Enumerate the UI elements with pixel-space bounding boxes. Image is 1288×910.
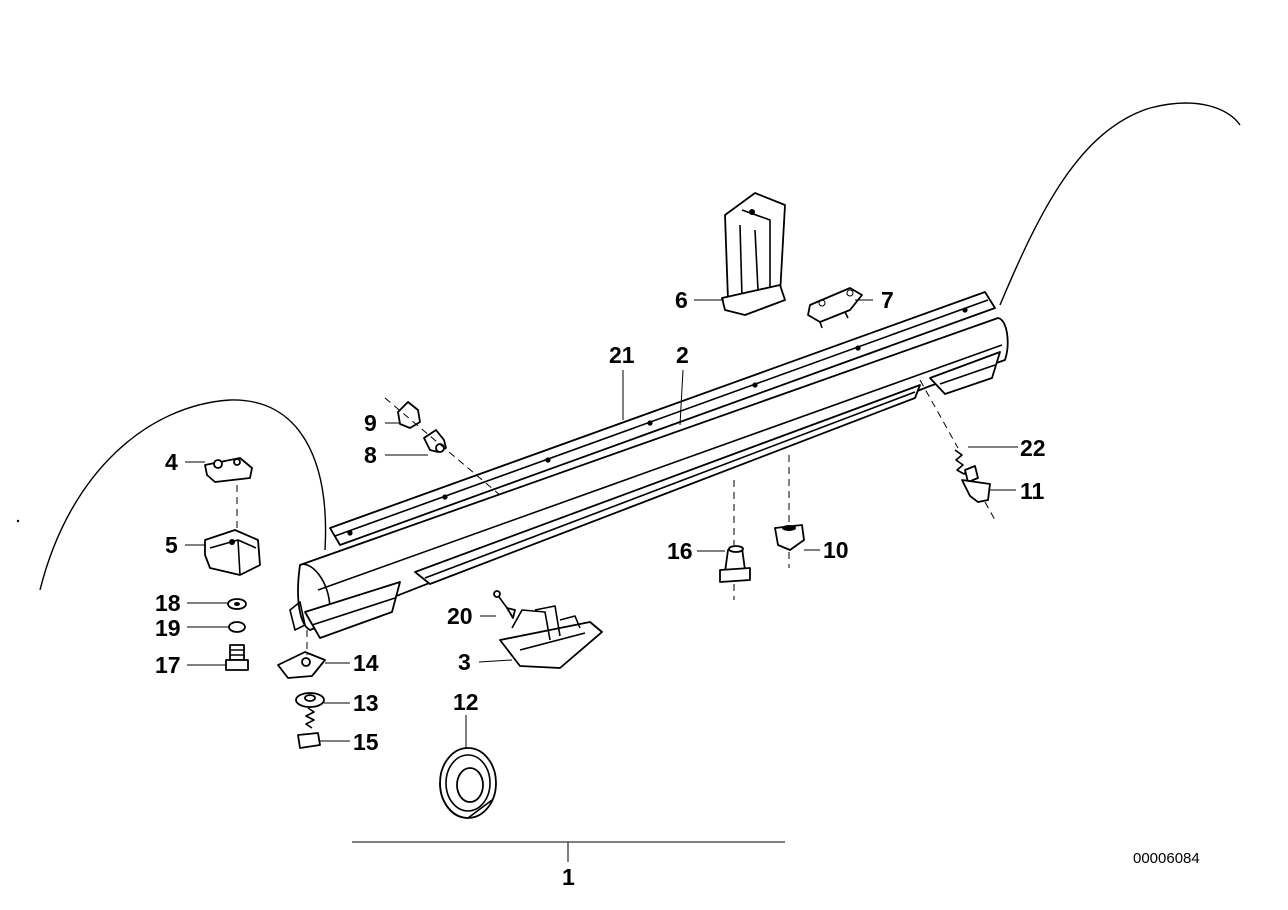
jack-pad-3[interactable] — [499, 605, 603, 669]
callout-labels: 21 2 6 7 9 8 4 5 18 19 17 14 13 15 20 3 … — [155, 287, 1046, 890]
callout-21[interactable]: 21 — [609, 342, 635, 368]
rear-wheel-arch-line — [999, 102, 1241, 306]
callout-10[interactable]: 10 — [823, 537, 849, 563]
callout-19[interactable]: 19 — [155, 615, 181, 641]
clip-7[interactable] — [807, 287, 863, 329]
bracket-6[interactable] — [721, 192, 786, 316]
strip-holes — [347, 307, 968, 536]
callout-20[interactable]: 20 — [447, 603, 473, 629]
mount-block-5[interactable] — [204, 529, 261, 576]
sill-upper-strip-21[interactable] — [329, 291, 996, 546]
washer-18[interactable] — [227, 598, 247, 610]
callout-14[interactable]: 14 — [353, 650, 379, 676]
callout-11[interactable]: 11 — [1020, 478, 1045, 504]
bolt-17[interactable] — [225, 644, 249, 671]
screw-15[interactable] — [297, 707, 321, 749]
callout-17[interactable]: 17 — [155, 652, 181, 678]
callout-3[interactable]: 3 — [458, 649, 471, 675]
callout-16[interactable]: 16 — [667, 538, 693, 564]
washer-13[interactable] — [295, 692, 325, 708]
sill-panel-2[interactable] — [289, 317, 1009, 639]
ring-19[interactable] — [228, 621, 246, 633]
plug-dash-line — [384, 397, 501, 496]
plug-9[interactable] — [397, 401, 421, 429]
callout-22[interactable]: 22 — [1020, 435, 1046, 461]
rivet-dash-line — [919, 379, 996, 521]
callout-9[interactable]: 9 — [364, 410, 377, 436]
callout-4[interactable]: 4 — [165, 449, 178, 475]
callout-7[interactable]: 7 — [881, 287, 894, 313]
callout-12[interactable]: 12 — [453, 689, 479, 715]
callout-8[interactable]: 8 — [364, 442, 377, 468]
sleeve-16[interactable] — [719, 545, 751, 583]
callout-15[interactable]: 15 — [353, 729, 379, 755]
callout-2[interactable]: 2 — [676, 342, 689, 368]
stray-dot — [16, 519, 20, 523]
clip-plate-14[interactable] — [277, 651, 326, 679]
callout-5[interactable]: 5 — [165, 532, 178, 558]
front-wheel-arch-line — [39, 399, 327, 591]
expanding-rivet-11[interactable] — [961, 465, 991, 503]
callout-1[interactable]: 1 — [562, 864, 575, 890]
pin-20[interactable] — [493, 590, 516, 619]
callout-18[interactable]: 18 — [155, 590, 181, 616]
callout-13[interactable]: 13 — [353, 690, 379, 716]
clip-nut-4[interactable] — [204, 457, 253, 483]
tape-roll-12[interactable] — [439, 747, 497, 819]
leader-lines — [185, 299, 1018, 862]
callout-6[interactable]: 6 — [675, 287, 688, 313]
nut-10[interactable] — [774, 524, 805, 551]
grommet-8[interactable] — [423, 429, 447, 453]
diagram-reference-number: 00006084 — [1133, 850, 1200, 867]
spring-22[interactable] — [954, 449, 969, 475]
